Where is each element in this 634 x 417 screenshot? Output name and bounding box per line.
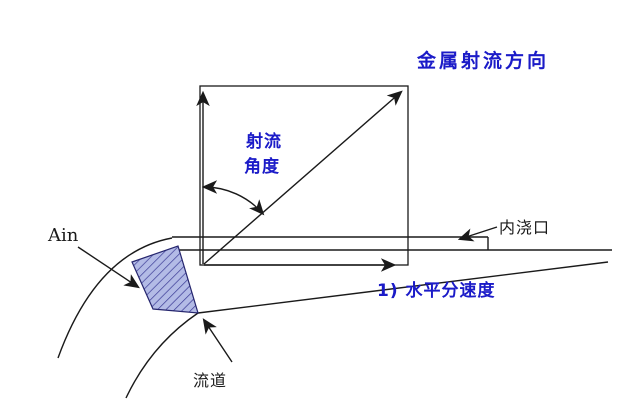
- jet-direction-arrow: [203, 90, 403, 265]
- ain-area-hatched: [131, 245, 199, 314]
- inner-gate-label: 内浇口: [499, 218, 550, 237]
- runner-arrow: [202, 318, 233, 363]
- runner-label: 流道: [193, 371, 227, 390]
- inner-gate-arrow: [457, 226, 498, 242]
- cavity-slant-line: [197, 261, 609, 314]
- horizontal-velocity-label: 1) 水平分速度: [377, 280, 496, 301]
- ain-arrow: [77, 246, 140, 289]
- jet-direction-label: 金属射流方向: [416, 49, 549, 72]
- jet-angle-arc: [201, 180, 265, 216]
- runner-outer-curve: [57, 237, 173, 359]
- jet-angle-label-line2: 角度: [244, 156, 280, 177]
- jet-angle-label-line1: 射流: [245, 131, 282, 152]
- runner-inner-curve: [125, 312, 199, 399]
- ain-label: Ain: [47, 225, 79, 246]
